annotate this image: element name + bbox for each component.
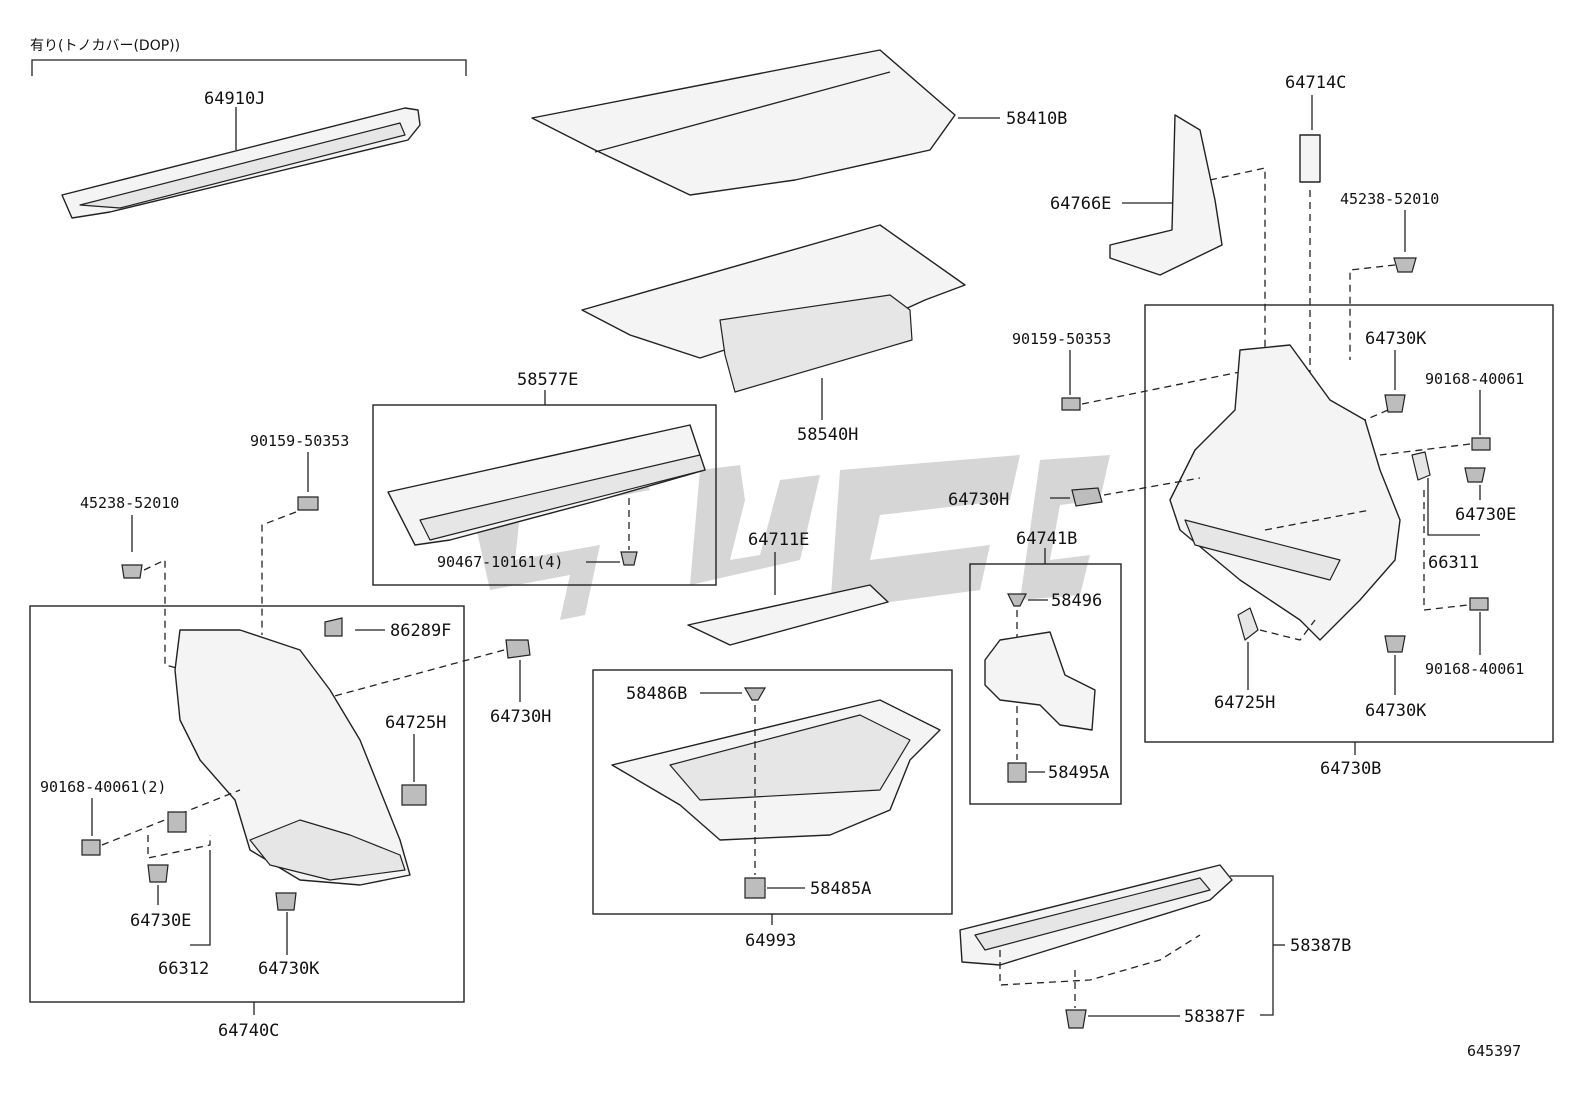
label-64766E: 64766E	[1050, 194, 1111, 214]
label-58577E: 58577E	[517, 370, 578, 390]
clip-45238-right: 45238-52010	[1340, 190, 1439, 360]
label-90467-10161: 90467-10161(4)	[437, 553, 563, 571]
label-58540H: 58540H	[797, 425, 858, 445]
tonneau-cover: 64910J	[61, 89, 421, 219]
clip-64730H-left: 64730H	[319, 639, 551, 727]
bolt-90159-right: 90159-50353	[1012, 330, 1241, 411]
label-64993: 64993	[745, 931, 796, 951]
label-58486B: 58486B	[626, 684, 687, 704]
label-64730K-left: 64730K	[258, 959, 320, 979]
mat: 64711E	[687, 530, 889, 646]
label-64714C: 64714C	[1285, 73, 1346, 93]
label-64725H-left: 64725H	[385, 713, 446, 733]
label-64725H-r: 64725H	[1214, 693, 1275, 713]
group-64993: 64993 58486B 58485A	[592, 669, 953, 951]
label-64730K-r2: 64730K	[1365, 701, 1427, 721]
label-90168-left: 90168-40061(2)	[40, 778, 166, 796]
label-66312: 66312	[158, 959, 209, 979]
bolt-90159-left: 90159-50353	[250, 432, 349, 635]
option-note: 有り(トノカバー(DOP))	[30, 38, 467, 76]
diagram-code: 645397	[1467, 1042, 1521, 1060]
label-90159-right: 90159-50353	[1012, 330, 1111, 348]
label-58387F: 58387F	[1184, 1007, 1245, 1027]
label-45238-right: 45238-52010	[1340, 190, 1439, 208]
group-64740C: 64740C 86289F 64725H 90168-40061(2) 6473…	[29, 605, 465, 1041]
bracket-64766E: 64766E	[1050, 114, 1266, 530]
label-58495A: 58495A	[1048, 763, 1109, 783]
group-64741B: 64741B 58496 58495A	[969, 529, 1122, 805]
label-64730K-r1: 64730K	[1365, 329, 1427, 349]
label-66311: 66311	[1428, 553, 1479, 573]
label-90159-left: 90159-50353	[250, 432, 349, 450]
label-45238-left: 45238-52010	[80, 494, 179, 512]
group-64730B: 64730B 64730K 90168-40061 64730E 66311 9…	[1144, 304, 1554, 779]
label-64730E-r: 64730E	[1455, 505, 1516, 525]
clip-45238-left: 45238-52010	[80, 494, 186, 671]
deck-board-under: 58540H	[581, 224, 966, 445]
option-note-text: 有り(トノカバー(DOP))	[30, 38, 180, 54]
label-64740C: 64740C	[218, 1021, 279, 1041]
label-58485A: 58485A	[810, 879, 871, 899]
label-86289F: 86289F	[390, 621, 451, 641]
label-58496: 58496	[1051, 591, 1102, 611]
group-58577E: 58577E 90467-10161(4)	[372, 370, 717, 586]
label-90168-r2: 90168-40061	[1425, 660, 1524, 678]
label-64730B: 64730B	[1320, 759, 1381, 779]
label-64741B: 64741B	[1016, 529, 1077, 549]
scuff-plate: 58387B 58387F	[959, 864, 1351, 1029]
deck-board: 58410B	[531, 49, 1067, 196]
label-64730H-left: 64730H	[490, 707, 551, 727]
label-90168-r1: 90168-40061	[1425, 370, 1524, 388]
label-64711E: 64711E	[748, 530, 809, 550]
label-58387B: 58387B	[1290, 936, 1351, 956]
label-64910J: 64910J	[204, 89, 265, 109]
label-64730H-right: 64730H	[948, 490, 1009, 510]
clip-64730H-right: 64730H	[948, 477, 1201, 510]
label-58410B: 58410B	[1006, 109, 1067, 129]
label-64730E-left: 64730E	[130, 911, 191, 931]
